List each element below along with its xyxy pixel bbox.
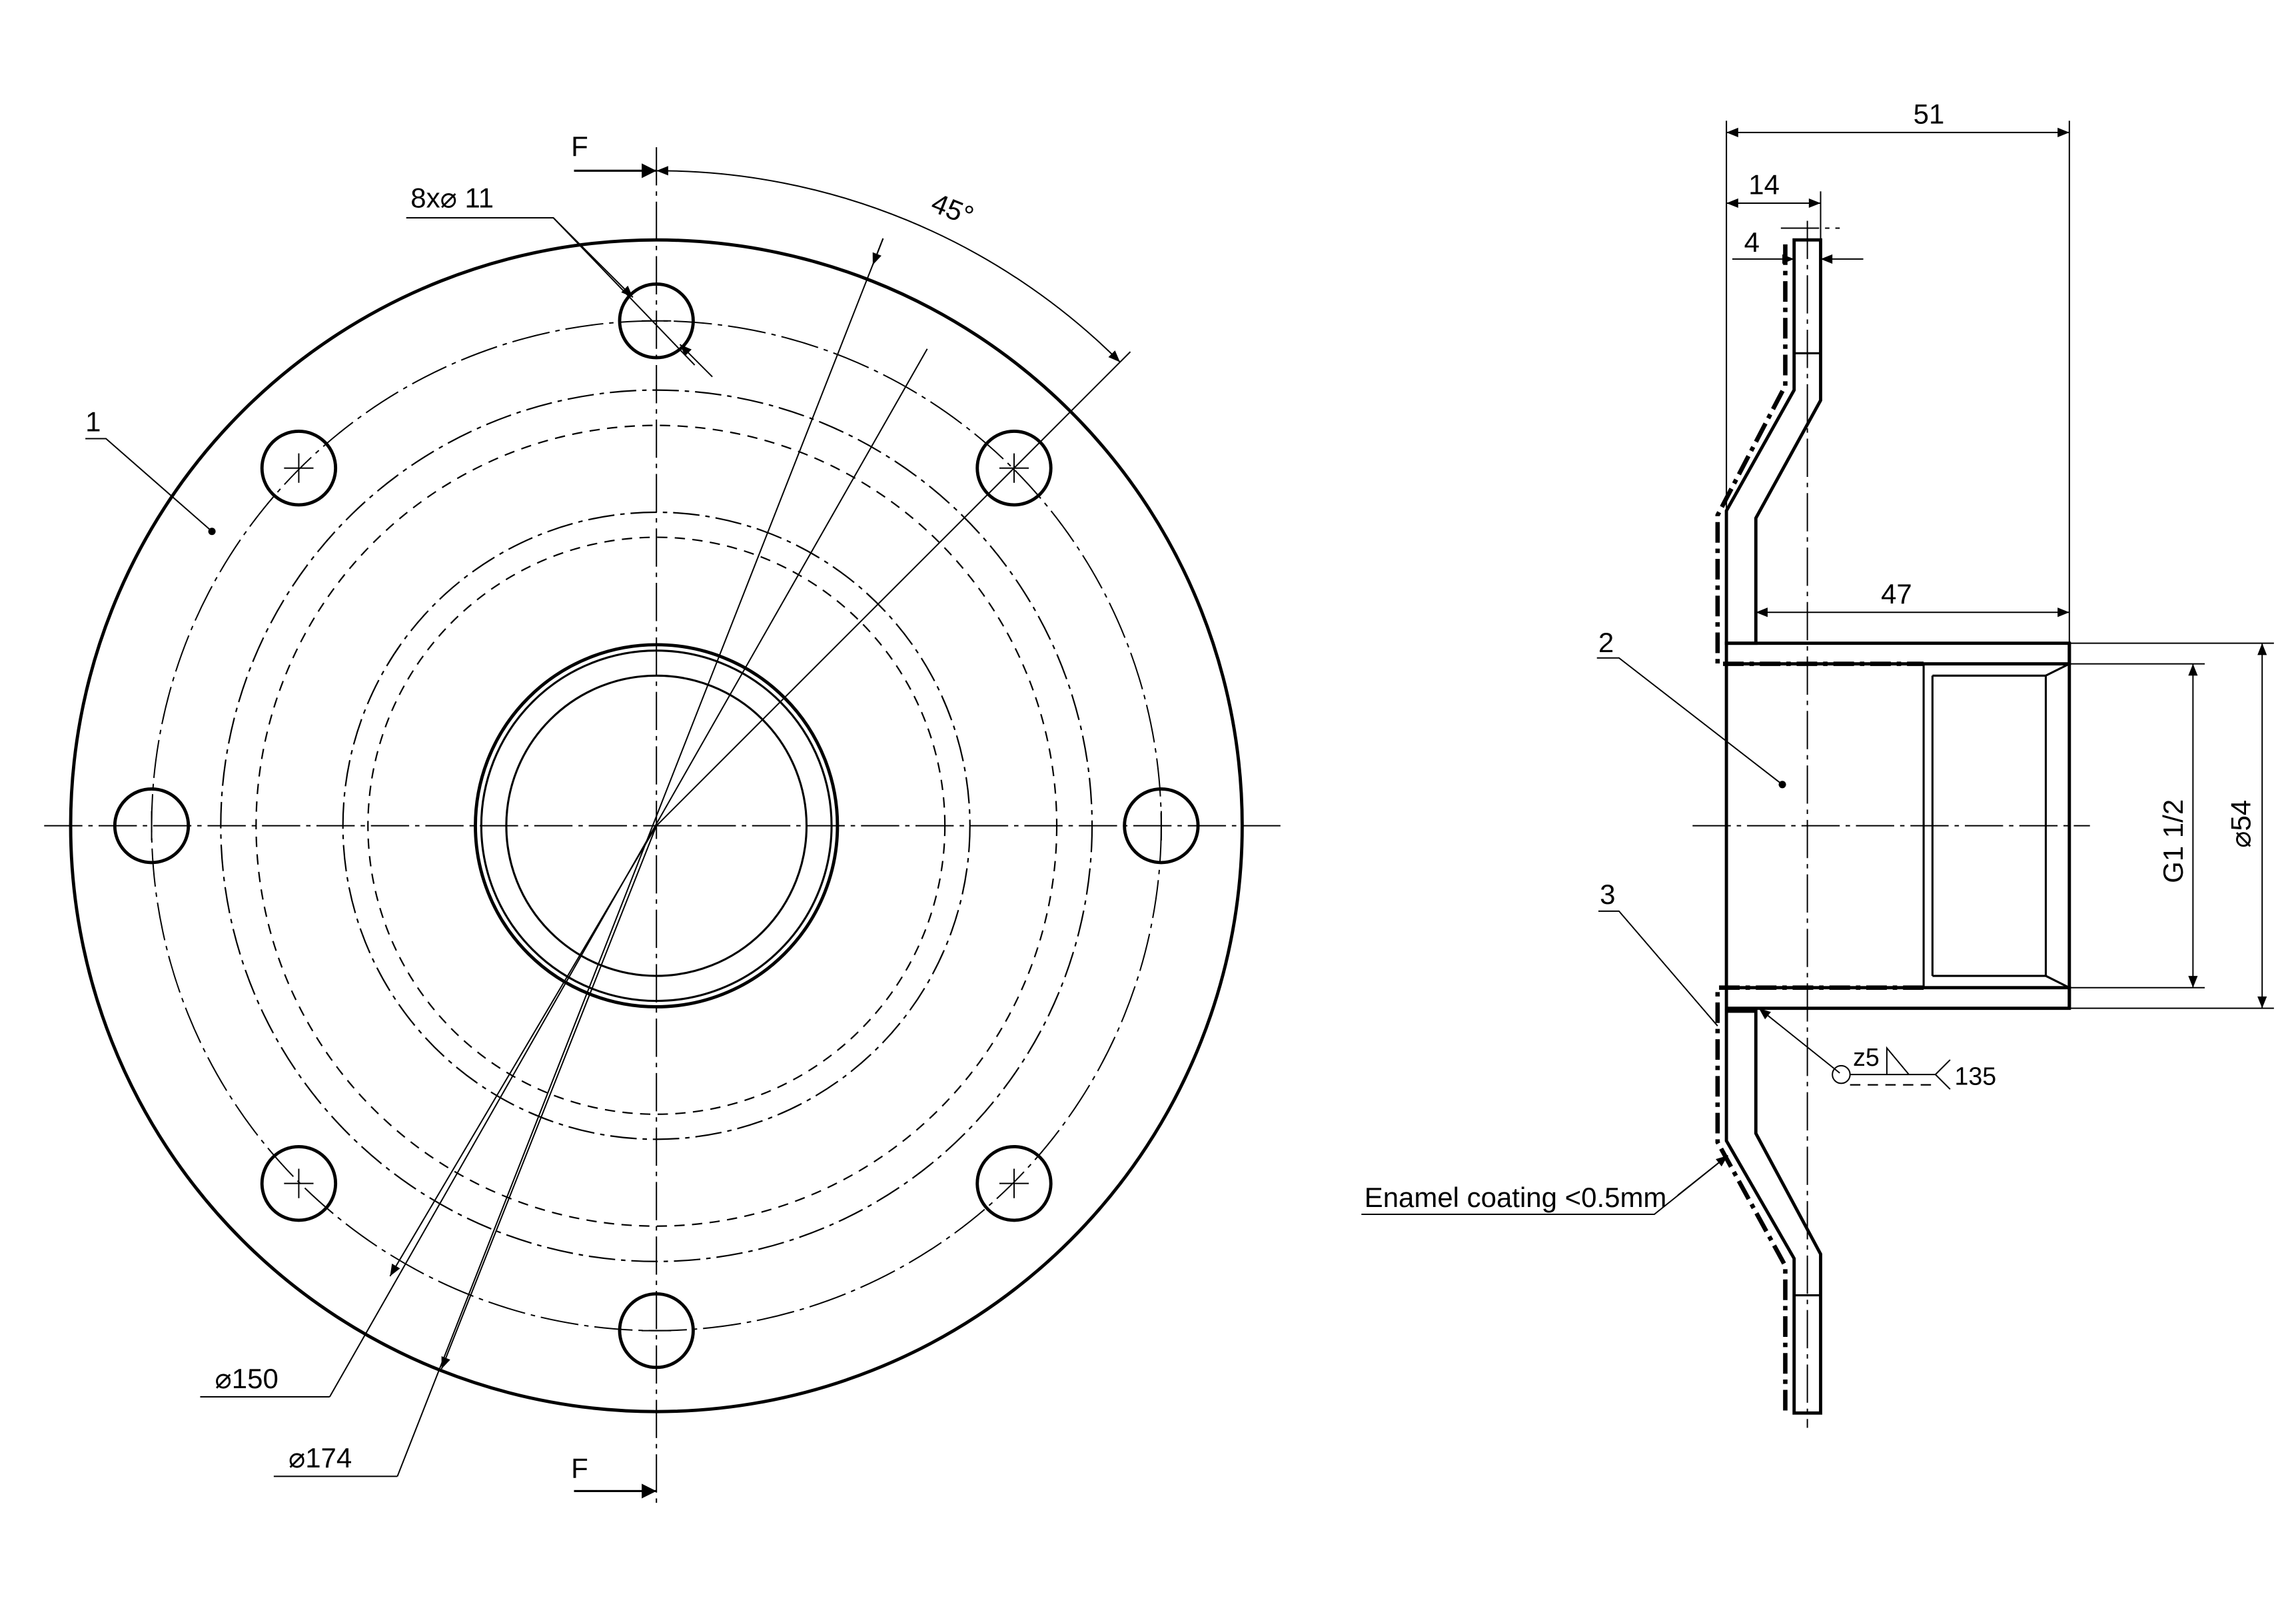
holes-leader-arrow (552, 217, 634, 298)
holes-leader-arrow-2 (679, 344, 713, 378)
diameter-150-label: ⌀150 (215, 1363, 279, 1394)
angle-extension-line (656, 351, 1131, 827)
bolt-hole (113, 787, 191, 865)
bolt-hole (1123, 787, 1200, 865)
diameter-150-circle (342, 511, 971, 1140)
part-2-dot (1778, 781, 1786, 789)
chamfer-bottom (2045, 975, 2070, 989)
bolt-hole (260, 1144, 338, 1222)
angle-label: 45° (927, 187, 977, 232)
part-3-label: 3 (1600, 879, 1615, 910)
thread-label: G1 1/2 (2157, 799, 2189, 883)
hidden-circle-outer (255, 424, 1058, 1227)
hub-bore-circle (505, 674, 808, 977)
weld-tail-bottom (1935, 1074, 1951, 1090)
weld-fillet-symbol (1886, 1046, 1910, 1075)
dim-14-label: 14 (1748, 169, 1780, 200)
weld-circle (1832, 1064, 1851, 1084)
diameter-174-line (396, 238, 884, 1477)
bolt-hole (618, 1292, 695, 1370)
hidden-circle-inner (367, 536, 946, 1115)
socket-lower-wall (1724, 986, 2071, 1010)
enamel-coating-top (1715, 244, 1924, 666)
section-view: 51 14 4 47 G1 1/2 ⌀54 2 3 (1361, 99, 2274, 1428)
diameter-174-label: ⌀174 (288, 1442, 352, 1473)
angle-dimension-arc (656, 166, 1121, 363)
bolt-hole (975, 1144, 1053, 1222)
diameter-174-arrow (440, 825, 658, 1370)
diameter-174-arrow-top (871, 238, 884, 266)
weld-leader (1758, 1007, 1840, 1074)
bolt-hole (260, 430, 338, 507)
enamel-coating-bottom (1715, 985, 1924, 1413)
flange-upper-section (1724, 238, 1822, 645)
section-mark-top: F (571, 131, 588, 162)
flange-lower-section (1724, 1009, 1822, 1415)
holes-callout: 8x⌀ 11 (410, 183, 494, 214)
hub-outer-circle-2 (480, 649, 833, 1002)
hub-outer-circle (474, 643, 840, 1008)
chamfer-top (2045, 663, 2070, 677)
front-view: F F 45° 8x⌀ 11 1 ⌀150 ⌀174 (44, 131, 1284, 1505)
coating-note: Enamel coating <0.5mm (1365, 1182, 1667, 1213)
part-2-leader (1596, 657, 1783, 785)
dim-51-label: 51 (1914, 99, 1945, 130)
coating-arrow (1677, 1154, 1728, 1196)
weld-angle-label: 135 (1955, 1062, 1997, 1090)
diameter-174-circle (220, 389, 1093, 1262)
dim-47-label: 47 (1881, 578, 1912, 609)
socket-upper-wall (1724, 641, 2071, 666)
section-mark-bottom: F (571, 1453, 588, 1484)
dim-4-label: 4 (1744, 226, 1760, 258)
diameter-150-arrow (389, 825, 658, 1277)
part-3-leader (1598, 910, 1718, 1026)
weld-tail-top (1935, 1059, 1951, 1075)
part-1-label: 1 (85, 406, 101, 437)
diam-54-label: ⌀54 (2225, 800, 2257, 848)
part-1-leader (85, 438, 213, 532)
part-2-label: 2 (1598, 627, 1614, 658)
part-1-dot (208, 528, 216, 536)
weld-size-label: z5 (1853, 1043, 1880, 1071)
